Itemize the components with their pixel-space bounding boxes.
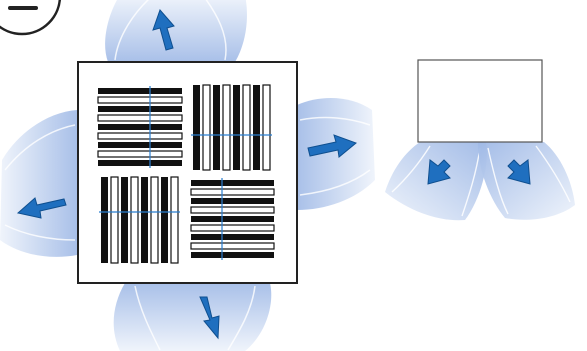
- arrow-down-left-icon: [427, 159, 451, 185]
- left-airflow-plumes: [0, 0, 375, 351]
- plume-down: [113, 283, 272, 351]
- quadrant-top-left: [97, 86, 183, 168]
- diffuser-body: [417, 59, 543, 143]
- left-arrows: [16, 9, 357, 340]
- quadrant-top-right: [191, 84, 272, 171]
- arrow-right-icon: [307, 134, 357, 158]
- plume-up: [105, 0, 247, 62]
- quadrant-bottom-right: [190, 178, 275, 260]
- arrow-down-right-icon: [507, 159, 531, 185]
- four-way-grille: [77, 61, 298, 284]
- plume-right: [297, 98, 375, 210]
- plume-left: [0, 110, 77, 257]
- arrow-up-icon: [152, 9, 175, 51]
- two-way-diffuser: [385, 59, 575, 221]
- step-badge-ring: [0, 0, 62, 36]
- arrow-down-icon: [199, 296, 220, 340]
- arrow-left-icon: [16, 197, 67, 219]
- quadrant-bottom-left: [99, 176, 180, 264]
- step-badge: [0, 0, 62, 36]
